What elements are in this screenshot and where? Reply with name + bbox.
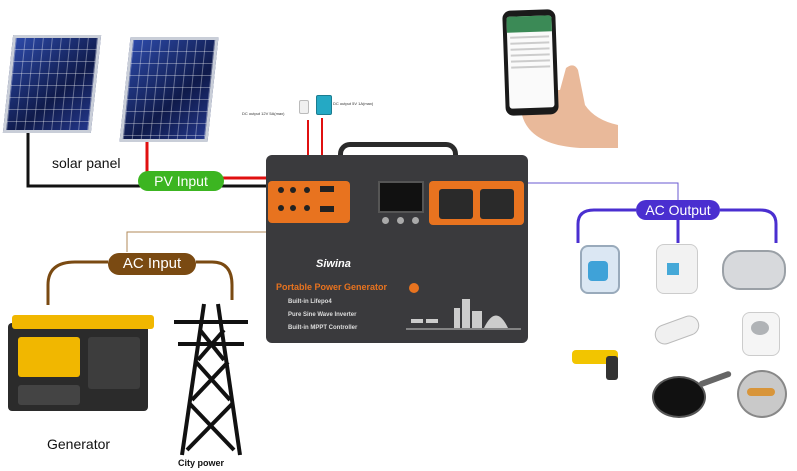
waffle-maker-icon [737, 370, 787, 418]
juicer-icon [580, 245, 620, 294]
drill-icon [572, 342, 634, 380]
usb-dongle-icon [299, 100, 309, 114]
device-handle [338, 142, 458, 162]
frying-pan-icon [652, 362, 733, 418]
feature-1: Built-in Lifepo4 [288, 299, 332, 305]
brand-logo: Siwina [316, 258, 351, 270]
control-buttons [380, 217, 422, 225]
solar-panel-label: solar panel [52, 155, 121, 171]
city-skyline-decoration [406, 299, 521, 330]
smartphone-icon [502, 9, 559, 116]
feature-2: Pure Sine Wave Inverter [288, 312, 357, 318]
ac-output-link [526, 182, 679, 200]
dc-output-12v-label: DC output 12V 5A(max) [242, 111, 285, 116]
feature-3: Built-in MPPT Controller [288, 325, 358, 331]
solar-panel-right [119, 37, 219, 142]
dc-port-panel [268, 181, 350, 223]
ac-output-badge: AC Output [636, 200, 720, 220]
device-title: Portable Power Generator [276, 282, 388, 292]
rice-cooker-icon [722, 250, 786, 290]
lcd-display [378, 181, 424, 213]
ac-input-link [126, 231, 268, 252]
hand-icon [500, 30, 620, 150]
generator-icon [8, 315, 158, 415]
sun-icon [409, 283, 419, 293]
meat-grinder-icon [742, 312, 780, 356]
refrigerator-icon [656, 244, 698, 294]
dc-fan-icon [316, 95, 332, 115]
city-power-label: City power [178, 458, 225, 468]
pv-input-badge: PV Input [138, 171, 224, 191]
ac-socket-2 [480, 189, 514, 219]
ac-socket-1 [439, 189, 473, 219]
ac-output-bracket [576, 208, 778, 243]
dc-output-5v-label: DC output 5V 1A(max) [333, 101, 374, 106]
power-generator-device: Siwina Portable Power Generator Built-in… [266, 155, 528, 343]
generator-label: Generator [47, 436, 111, 452]
ac-input-bracket [46, 260, 234, 305]
ac-input-badge: AC Input [108, 253, 196, 275]
solar-panel-left [2, 35, 102, 133]
ac-socket-panel [429, 181, 524, 225]
mixer-icon [650, 312, 704, 350]
power-tower-icon [174, 303, 248, 456]
